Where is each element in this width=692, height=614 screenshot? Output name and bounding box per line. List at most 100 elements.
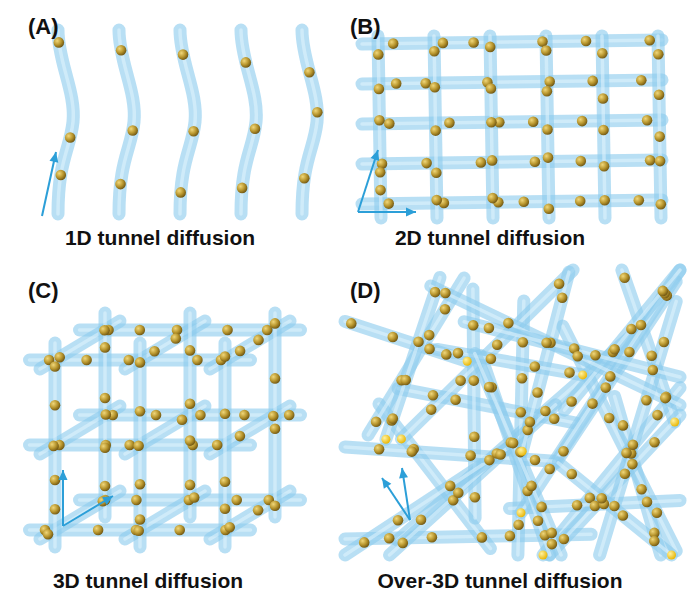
ion-ball xyxy=(135,514,146,525)
ion-ball xyxy=(575,196,586,207)
ion-ball xyxy=(544,76,555,87)
ion-ball xyxy=(517,508,526,517)
ion-ball xyxy=(56,170,67,181)
ion-ball xyxy=(559,534,570,545)
ion-ball xyxy=(624,347,635,358)
ion-ball xyxy=(618,510,629,521)
ion-ball xyxy=(540,406,551,417)
tunnel-tube xyxy=(475,354,561,555)
ion-ball xyxy=(185,480,196,491)
tunnel-tube xyxy=(362,120,662,124)
ion-ball xyxy=(609,344,620,355)
ion-ball xyxy=(468,320,479,331)
ion-ball xyxy=(641,395,652,406)
ion-ball xyxy=(519,197,530,208)
ion-ball xyxy=(371,417,382,428)
ion-ball xyxy=(99,325,110,336)
ion-ball xyxy=(250,124,261,135)
ion-ball xyxy=(400,375,411,386)
ion-ball xyxy=(541,338,552,349)
ion-ball xyxy=(304,67,315,78)
ion-ball xyxy=(642,115,653,126)
ion-ball xyxy=(299,173,310,184)
ion-ball xyxy=(543,152,554,163)
ion-ball xyxy=(375,185,386,196)
ion-ball xyxy=(587,76,598,87)
ion-ball xyxy=(185,435,196,446)
tunnel-tube xyxy=(362,160,662,164)
panel-caption: 3D tunnel diffusion xyxy=(53,569,243,593)
ion-ball xyxy=(420,78,431,89)
ion-ball xyxy=(566,396,577,407)
ion-ball xyxy=(599,195,610,206)
ion-ball xyxy=(549,414,560,425)
ion-ball xyxy=(636,320,647,331)
ion-ball xyxy=(270,424,281,435)
ion-ball xyxy=(424,330,435,341)
tunnel-tube xyxy=(302,30,317,214)
tube-highlight xyxy=(362,200,662,204)
tunnel-tube xyxy=(345,446,511,555)
ion-ball xyxy=(135,479,146,490)
ion-ball xyxy=(212,440,223,451)
ion-ball xyxy=(658,286,669,297)
panel-letter: (C) xyxy=(28,278,59,304)
ion-ball xyxy=(636,75,647,86)
ion-ball xyxy=(171,333,182,344)
ion-ball xyxy=(222,325,233,336)
ion-ball xyxy=(270,373,281,384)
ion-ball xyxy=(235,346,246,357)
direction-arrow xyxy=(382,478,410,520)
ion-ball xyxy=(427,532,438,543)
ion-ball xyxy=(135,406,146,417)
ion-ball xyxy=(195,410,206,421)
ion-ball xyxy=(346,318,357,329)
ion-ball xyxy=(505,531,516,542)
tube-highlight xyxy=(431,286,680,405)
tunnel-tube xyxy=(58,30,73,214)
ion-ball xyxy=(470,492,481,503)
ion-ball xyxy=(253,505,264,516)
ion-ball xyxy=(567,469,578,480)
tunnel-tube xyxy=(558,463,671,555)
tube-highlight xyxy=(345,321,467,361)
ion-ball xyxy=(572,500,583,511)
tunnel-tube xyxy=(134,343,147,547)
ion-ball xyxy=(430,82,441,93)
ion-ball xyxy=(440,288,451,299)
tunnel-tube xyxy=(184,313,197,517)
ion-ball xyxy=(133,526,144,537)
ion-ball xyxy=(388,413,399,424)
ion-ball xyxy=(477,532,488,543)
ion-ball xyxy=(530,455,541,466)
ion-ball xyxy=(596,493,607,504)
ion-ball xyxy=(374,444,385,455)
ion-ball xyxy=(654,131,665,142)
ion-ball xyxy=(131,495,142,506)
tube-highlight xyxy=(362,40,662,44)
ion-ball xyxy=(604,413,615,424)
ion-ball xyxy=(518,337,529,348)
ion-ball xyxy=(530,361,541,372)
ion-ball xyxy=(270,500,281,511)
ion-ball xyxy=(188,126,199,137)
ion-ball xyxy=(375,167,386,178)
tube-highlight xyxy=(302,30,317,214)
ion-ball xyxy=(653,49,664,60)
ion-ball xyxy=(453,348,464,359)
ion-ball xyxy=(476,157,487,168)
ion-ball xyxy=(508,438,519,449)
tube-highlight xyxy=(362,120,662,124)
ion-ball xyxy=(587,398,598,409)
ion-ball xyxy=(518,447,527,456)
tunnel-tube xyxy=(464,322,680,377)
ion-ball xyxy=(598,125,609,136)
ion-ball xyxy=(486,83,497,94)
tube-highlight xyxy=(58,30,73,214)
tube-highlight xyxy=(600,301,677,555)
ion-ball xyxy=(544,464,555,475)
ion-ball xyxy=(649,536,660,547)
ion-ball xyxy=(428,390,439,401)
ion-ball xyxy=(359,537,370,548)
